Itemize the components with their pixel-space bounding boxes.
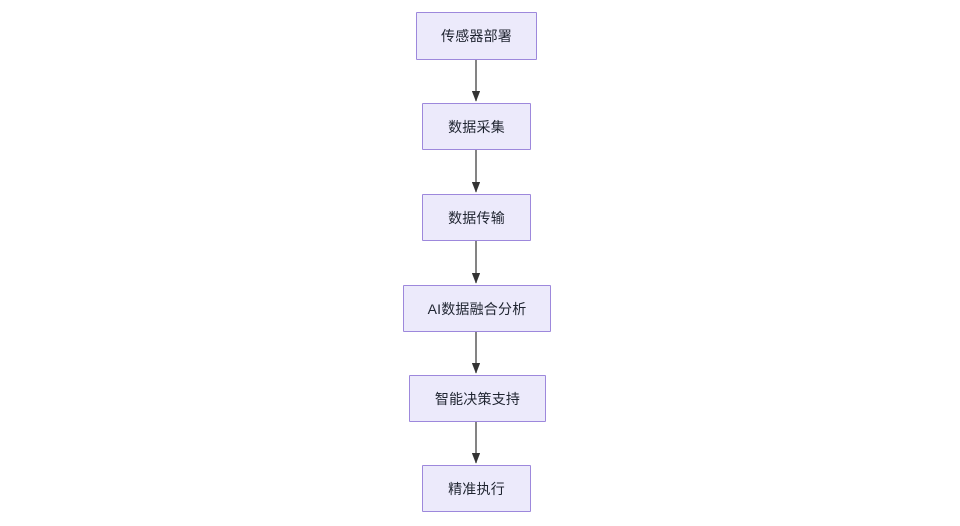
flow-node-label: 数据传输 bbox=[448, 209, 505, 226]
flow-node-label: 数据采集 bbox=[448, 118, 505, 135]
flow-node-ai-data-fusion-analysis[interactable]: AI数据融合分析 bbox=[403, 285, 551, 332]
flow-node-sensor-deployment[interactable]: 传感器部署 bbox=[416, 12, 537, 60]
flow-node-label: 智能决策支持 bbox=[434, 390, 521, 407]
flow-node-data-transmission[interactable]: 数据传输 bbox=[422, 194, 531, 241]
flow-node-precise-execution[interactable]: 精准执行 bbox=[422, 465, 531, 512]
flow-node-label: 精准执行 bbox=[448, 480, 505, 497]
flow-node-intelligent-decision-support[interactable]: 智能决策支持 bbox=[409, 375, 546, 422]
flow-node-label: AI数据融合分析 bbox=[427, 300, 527, 317]
flow-node-data-collection[interactable]: 数据采集 bbox=[422, 103, 531, 150]
flow-node-label: 传感器部署 bbox=[441, 28, 512, 44]
